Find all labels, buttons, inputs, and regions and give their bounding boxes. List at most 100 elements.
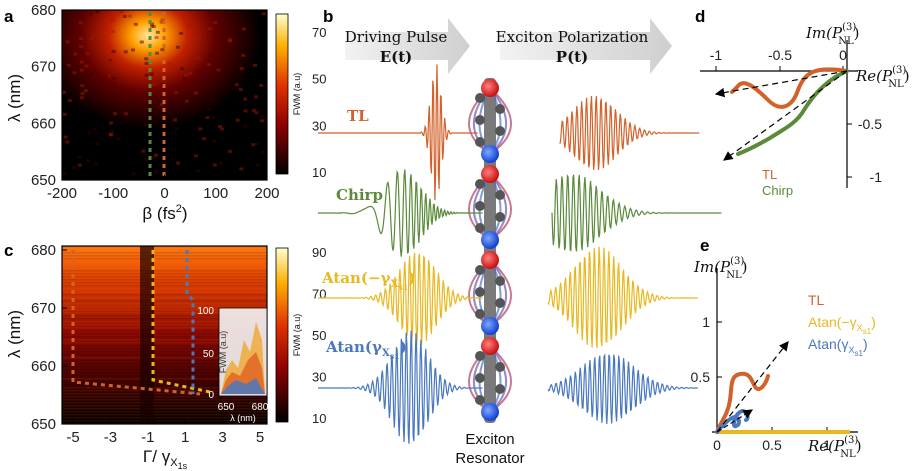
- heatmap-a-pixel: [79, 68, 84, 72]
- heatmap-a-pixel: [66, 63, 71, 67]
- polarization-title: Exciton Polarization: [496, 28, 649, 46]
- heatmap-a-pixel: [160, 103, 165, 107]
- heatmap-a-pixel: [128, 14, 133, 18]
- heatmap-a-pixel: [193, 22, 198, 26]
- polarization-symbol: P(t): [556, 48, 588, 66]
- heatmap-c-streak: [62, 384, 267, 386]
- atom: [475, 395, 485, 405]
- heatmap-a-pixel: [77, 155, 82, 159]
- driving-symbol: E(t): [380, 48, 413, 66]
- positive-charge: [481, 79, 499, 97]
- heatmap-a-pixel: [218, 125, 223, 129]
- heatmap-c-streak: [62, 417, 267, 419]
- negative-charge: [481, 317, 499, 335]
- atom: [495, 126, 505, 136]
- heatmap-a-pixel: [211, 116, 216, 120]
- heatmap-c-streak: [62, 315, 267, 317]
- heatmap-a-pixel: [144, 123, 149, 127]
- pulse-polarization-atan-pos: [547, 353, 698, 425]
- field-line: [489, 345, 512, 413]
- heatmap-c-streak: [62, 267, 267, 269]
- panel-c-colorbar-tick: 50: [312, 328, 326, 343]
- heatmap-c-streak: [62, 381, 267, 383]
- heatmap-c-streak: [62, 279, 267, 281]
- heatmap-c-streak: [62, 306, 267, 308]
- heatmap-c-streak: [62, 252, 267, 254]
- panel-d-chirp-arrow: [723, 70, 848, 161]
- heatmap-c-streak: [62, 390, 267, 392]
- heatmap-a-pixel: [172, 118, 177, 122]
- atom: [495, 362, 505, 372]
- heatmap-a-pixel: [210, 97, 215, 101]
- panel-e-xtick-label: 0: [713, 437, 721, 453]
- panel-a-ytick-label: 650: [31, 172, 56, 189]
- heatmap-a-pixel: [131, 48, 136, 52]
- heatmap-a-pixel: [205, 116, 210, 120]
- panel-c-dark-band: [140, 246, 154, 424]
- panel-c-inset-xlabel: λ (nm): [230, 413, 256, 423]
- panel-c-inset-xtick-650: 650: [218, 402, 235, 413]
- heatmap-a-pixel: [196, 169, 201, 173]
- heatmap-a-pixel: [67, 99, 72, 103]
- heatmap-a-pixel: [79, 37, 84, 41]
- heatmap-c-streak: [62, 291, 267, 293]
- heatmap-a-pixel: [160, 48, 165, 52]
- heatmap-a-pixel: [228, 39, 233, 43]
- heatmap-a-pixel: [150, 24, 155, 28]
- panel-a-ytick-label: 660: [31, 115, 56, 132]
- heatmap-a-pixel: [150, 156, 155, 160]
- heatmap-a-pixel: [107, 60, 112, 64]
- panel-c-ytick-label: 680: [31, 242, 56, 259]
- heatmap-c-streak: [62, 345, 267, 347]
- panel-c: c 100 50 0 650 680 λ (nm) FWM (a.u) 6806…: [4, 241, 326, 471]
- pulse-driving-atan-pos: [318, 330, 483, 444]
- heatmap-a-pixel: [171, 64, 176, 68]
- heatmap-a-pixel: [206, 107, 211, 111]
- heatmap-a-pixel: [261, 12, 266, 16]
- heatmap-a-pixel: [110, 18, 115, 22]
- panel-a-colorbar: [275, 13, 289, 175]
- atom: [495, 384, 505, 394]
- heatmap-a-pixel: [139, 40, 144, 44]
- heatmap-a-pixel: [78, 13, 83, 17]
- panel-d-xtick-label: 0: [839, 47, 847, 63]
- heatmap-a-pixel: [87, 130, 92, 134]
- polarization-arrow: [500, 18, 672, 74]
- heatmap-a-pixel: [179, 31, 184, 35]
- heatmap-a-pixel: [254, 111, 259, 115]
- heatmap-a-pixel: [228, 37, 233, 41]
- panel-c-xtick-label: 5: [256, 429, 264, 446]
- heatmap-a-pixel: [212, 163, 217, 167]
- heatmap-a-pixel: [129, 102, 134, 106]
- resonator-backbone: [484, 78, 496, 423]
- heatmap-a-pixel: [192, 32, 197, 36]
- heatmap-a-pixel: [255, 163, 260, 167]
- panel-d-xtick-label: -0.5: [768, 47, 792, 63]
- heatmap-a-pixel: [83, 89, 88, 93]
- heatmap-a-pixel: [159, 20, 164, 24]
- heatmap-a-pixel: [141, 149, 146, 153]
- atom: [475, 93, 485, 103]
- panel-d-ytick-label: -0.5: [858, 116, 882, 132]
- pulse-polarization-atan-neg: [547, 246, 698, 349]
- heatmap-a-pixel: [188, 71, 193, 75]
- heatmap-a-pixel: [86, 74, 91, 78]
- panel-c-inset-area-blue: [221, 378, 265, 394]
- panel-e-atan-pos-arrow: [716, 409, 754, 433]
- panel-d-tl-curve: [730, 67, 849, 109]
- heatmap-c-streak: [62, 351, 267, 353]
- heatmap-a-pixel: [243, 109, 248, 113]
- heatmap-a-pixel: [243, 97, 248, 101]
- heatmap-a-pixel: [65, 140, 70, 144]
- panel-d-ytick-label: -1: [870, 169, 883, 185]
- heatmap-a-pixel: [111, 30, 116, 34]
- atom: [475, 201, 485, 211]
- pulse-traces: [318, 64, 722, 444]
- heatmap-a-pixel: [73, 52, 78, 56]
- heatmap-a-pixel: [168, 97, 173, 101]
- heatmap-a-pixel: [239, 167, 244, 171]
- heatmap-a-pixel: [90, 34, 95, 38]
- heatmap-a-pixel: [176, 161, 181, 165]
